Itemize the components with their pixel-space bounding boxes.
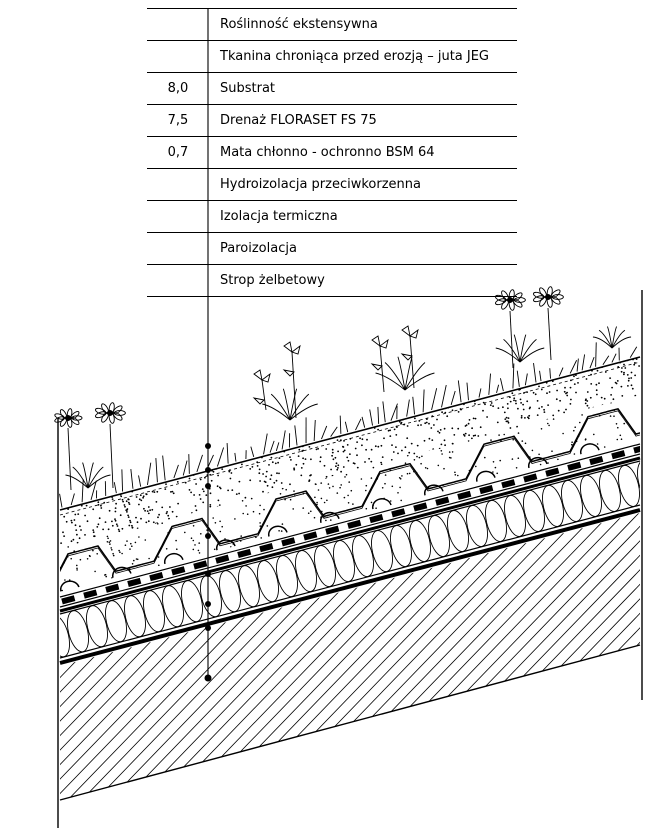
legend-label: Drenaż FLORASET FS 75 (220, 113, 377, 128)
leader-marker-drainage (205, 533, 211, 539)
legend-label: Paroizolacja (220, 241, 297, 256)
leader-marker-vegetation (205, 443, 211, 449)
vegetation-layer (54, 286, 638, 508)
legend-label: Mata chłonno - ochronno BSM 64 (220, 145, 435, 160)
layer-leader-line (204, 8, 212, 682)
root-waterproofing-layer (59, 456, 641, 613)
concrete-slab-layer (59, 513, 641, 801)
substrate-layer (60, 358, 640, 544)
legend-row-thermal-insulation: Izolacja termiczna (147, 201, 517, 233)
legend-row-vegetation: Roślinność ekstensywna (147, 9, 517, 41)
legend-row-vapour-barrier: Paroizolacja (147, 233, 517, 265)
legend-row-root-waterproofing: Hydroizolacja przeciwkorzenna (147, 169, 517, 201)
legend-label: Tkanina chroniąca przed erozją – juta JE… (220, 49, 490, 64)
legend-row-drainage: 7,5 Drenaż FLORASET FS 75 (147, 105, 517, 137)
legend-label: Izolacja termiczna (220, 209, 338, 224)
thermal-insulation-layer (59, 460, 641, 658)
legend-label: Roślinność ekstensywna (220, 17, 378, 32)
legend-label: Hydroizolacja przeciwkorzenna (220, 177, 421, 192)
protection-mat-layer (59, 443, 641, 608)
leader-marker-fabric (205, 467, 211, 473)
drainage-floraset-layer (60, 401, 640, 592)
erosion-fabric-layer (59, 356, 641, 516)
layer-legend-table: Roślinność ekstensywna Tkanina chroniąca… (147, 8, 517, 297)
leader-marker-substrate (205, 483, 211, 489)
legend-thickness: 7,5 (167, 113, 189, 128)
leader-marker-slab (204, 674, 212, 682)
leader-marker-mat (205, 571, 211, 577)
legend-thickness: 8,0 (167, 81, 189, 96)
leader-marker-waterproofing (205, 601, 211, 607)
legend-thickness: 0,7 (167, 145, 189, 160)
leader-marker-insulation (205, 625, 211, 631)
legend-row-erosion-fabric: Tkanina chroniąca przed erozją – juta JE… (147, 41, 517, 73)
legend-row-substrate: 8,0 Substrat (147, 73, 517, 105)
legend-row-protection-mat: 0,7 Mata chłonno - ochronno BSM 64 (147, 137, 517, 169)
legend-label: Strop żelbetowy (220, 273, 325, 288)
legend-row-concrete-slab: Strop żelbetowy (147, 265, 517, 297)
legend-label: Substrat (220, 81, 276, 96)
